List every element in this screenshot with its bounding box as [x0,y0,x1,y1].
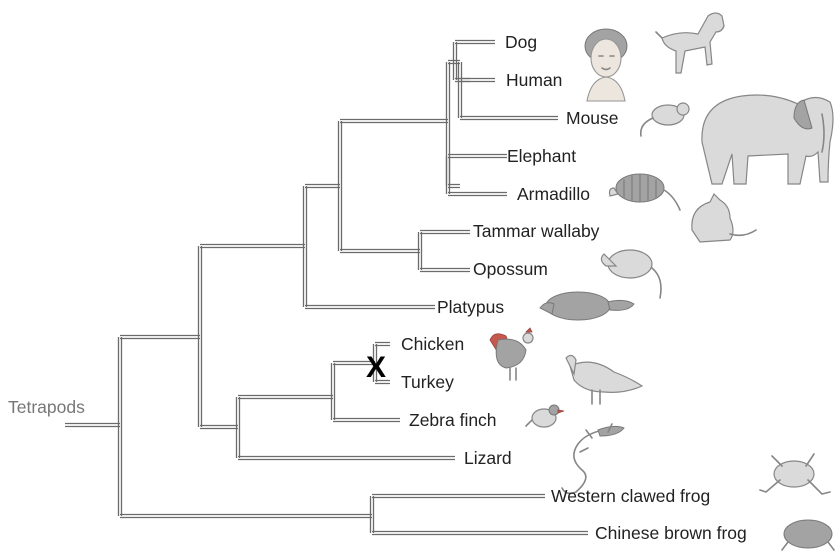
sauropsid-stem-branch [200,426,238,429]
dog-icon [656,13,724,73]
clawed-frog-icon [760,454,830,494]
leaf-branch-tammar-wallaby [420,231,470,234]
leaf-branch-mouse [460,117,558,120]
leaf-branch-armadillo [448,193,507,196]
opossum-icon [601,250,661,298]
leaf-branch-lizard [238,457,455,460]
taxon-label-tammar-wallaby: Tammar wallaby [473,221,600,241]
leaf-branch-chinese-brown-frog [372,532,588,535]
armadillo-icon [610,174,681,210]
x-marker: X [366,351,386,384]
leaf-branch-western-clawed-frog [372,495,545,498]
bird-node-branch [332,363,335,420]
taxon-label-human: Human [506,70,562,90]
bird-stem-branch [238,396,333,399]
taxon-label-dog: Dog [505,32,537,52]
wallaby-icon [692,194,756,242]
finch-icon [526,405,564,427]
afrotheria-node-branch [447,156,450,194]
taxon-label-opossum: Opossum [473,259,548,279]
placental-stem-branch [340,120,448,123]
leaf-branch-chicken [375,343,390,346]
marsupial-node-branch [419,232,422,270]
human-portrait-icon [585,29,627,101]
taxon-label-lizard: Lizard [464,448,512,468]
taxon-label-elephant: Elephant [507,146,576,166]
elephant-icon [702,95,833,184]
root-label: Tetrapods [8,397,85,417]
boreo-node-branch [459,62,462,118]
taxon-label-zebra-finch: Zebra finch [409,410,497,430]
mammal-stem-branch [200,245,305,248]
taxon-label-platypus: Platypus [437,297,504,317]
root-stem-branch [65,424,120,427]
rooster-icon [490,328,533,380]
mammal-node-branch [304,186,307,307]
therian-node-branch [339,121,342,251]
leaf-branch-platypus [305,306,435,309]
leaf-branch-elephant [448,155,507,158]
amniote-stem-branch [120,336,200,339]
lizard-icon [562,424,624,493]
leaf-branch-dog [455,41,495,44]
amphibian-stem-branch [120,515,372,518]
taxon-label-mouse: Mouse [566,108,619,128]
sauropsid-node-branch [237,397,240,458]
turkey-icon [566,355,642,404]
leaf-branch-zebra-finch [333,419,400,422]
brown-frog-icon [782,520,834,550]
taxon-label-turkey: Turkey [401,372,454,392]
therian-stem-branch [305,185,340,188]
amniote-node-branch [199,246,202,427]
taxon-label-chinese-brown-frog: Chinese brown frog [595,523,747,543]
taxon-label-armadillo: Armadillo [517,184,590,204]
mouse-icon [641,103,689,136]
marsupial-stem-branch [340,250,420,253]
platypus-icon [540,292,634,320]
leaf-branch-opossum [420,269,470,272]
taxon-label-chicken: Chicken [401,334,464,354]
taxon-label-western-clawed-frog: Western clawed frog [551,486,710,506]
